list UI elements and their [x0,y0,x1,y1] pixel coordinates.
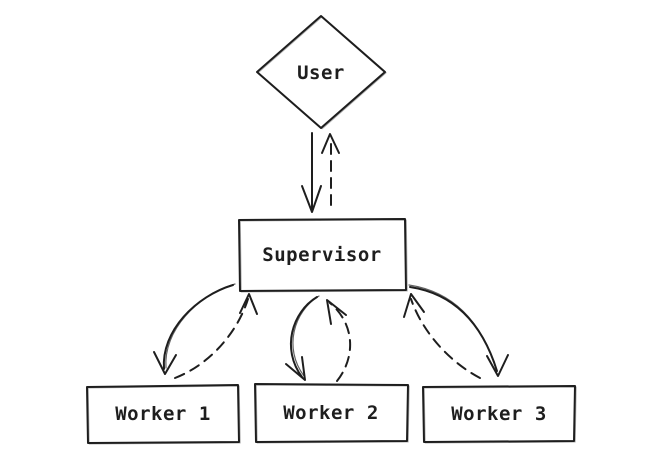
node-shape-worker3 [422,385,577,444]
edge-supervisor-to-worker2-solid-arrow [285,295,320,381]
node-label-supervisor: Supervisor [262,244,382,266]
edge-worker1-to-supervisor-dashed-arrow [174,293,258,379]
node-label-worker1: Worker 1 [115,403,211,425]
edge-worker3-to-supervisor-dashed-arrow [403,293,481,379]
node-shape-user [256,15,387,130]
edge-supervisor-to-user-dashed-arrow [321,133,340,206]
node-shape-supervisor [238,218,408,293]
edge-user-to-supervisor-solid-arrow [301,132,322,213]
edge-supervisor-to-worker1-solid-arrow [153,283,236,375]
node-label-worker2: Worker 2 [283,402,379,424]
edge-worker2-to-supervisor-dashed-arrow [326,299,351,382]
node-shape-worker2 [254,383,410,444]
node-shape-worker1 [86,384,241,445]
node-label-worker3: Worker 3 [451,403,547,425]
node-label-user: User [297,62,345,84]
edge-supervisor-to-worker3-solid-arrow [408,284,509,377]
